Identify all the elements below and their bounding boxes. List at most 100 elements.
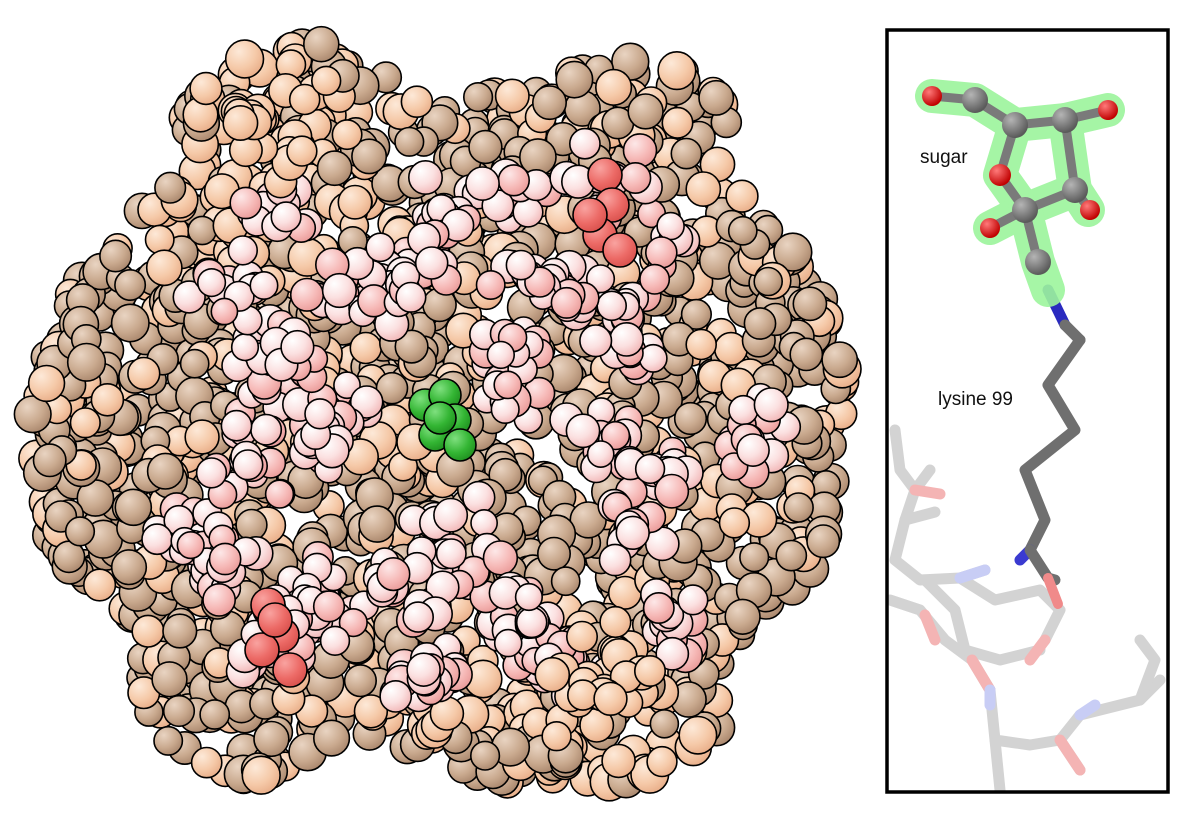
atom [402,601,435,633]
backbone-heteroatoms [909,484,1101,776]
atom [739,542,770,573]
atom [644,236,678,269]
atom [319,625,351,656]
atom [646,745,678,778]
atom [821,341,859,379]
atom [313,719,351,757]
atom [633,654,666,687]
atom [661,106,694,139]
atom [806,524,841,559]
atom [27,364,66,403]
atom [189,71,223,106]
atom [375,371,409,405]
atom [534,656,571,693]
atom [724,598,761,635]
atom [208,542,242,576]
atom [230,333,260,362]
atom [587,157,623,193]
atom [210,297,239,326]
atom [596,290,628,322]
atom [493,628,523,658]
atom [232,449,264,481]
atom [619,162,652,195]
atom [465,166,500,202]
atom [634,453,666,485]
atom [433,497,469,533]
atom [270,201,302,233]
atom [728,394,759,426]
atom [187,215,218,246]
atom [531,85,567,121]
atom [680,298,713,331]
atom [235,508,268,542]
atom [195,457,228,489]
atom [627,93,664,130]
atom [289,277,325,312]
atom [99,239,133,273]
atom [638,343,668,373]
protein-atoms-front [141,71,802,752]
atom [110,549,148,586]
atom [197,268,227,298]
atom [264,479,295,509]
atom [789,337,824,372]
atom [677,584,709,616]
atom [550,286,583,319]
atom [311,65,342,97]
atom [145,249,183,287]
atom [288,83,321,116]
detail-panel: sugar lysine 99 [885,28,1170,794]
atom [224,39,265,79]
atom [569,127,601,160]
atom [698,79,735,116]
atom [642,591,675,624]
atom [670,137,703,170]
atom [114,488,153,527]
atom [316,150,353,187]
atom [555,60,594,99]
atom [655,636,690,671]
atom [783,492,814,523]
atom [725,179,759,213]
atom [114,268,147,301]
atom [494,78,530,114]
atom [249,270,279,300]
atom [110,303,150,343]
atom [565,620,598,653]
atom [379,680,413,713]
sugar-label: sugar [920,147,968,168]
atom [599,605,632,639]
atom [353,694,389,729]
highlighted-residues [244,157,638,688]
atom [435,538,467,570]
atom [685,328,718,361]
atom [685,171,722,208]
atom [470,509,499,537]
atom [550,566,581,597]
atom [349,385,384,419]
atom [127,356,161,391]
atom [475,269,506,300]
atom [593,681,628,716]
atom [673,401,708,436]
atom [602,232,638,268]
atom [497,164,530,197]
atom [343,664,378,698]
atom [151,661,188,698]
atom [395,281,427,313]
atom [773,232,813,272]
detail-panel-border [885,28,1170,794]
atom [622,133,658,168]
atom [470,740,501,771]
atom [718,507,751,539]
atom [394,329,429,364]
atom [753,266,784,297]
atom [64,516,96,547]
atom [244,632,280,668]
atom [468,129,503,165]
atom [493,370,523,400]
atom [598,543,632,577]
atom [463,81,494,113]
atom [505,249,537,281]
atom [654,473,690,509]
